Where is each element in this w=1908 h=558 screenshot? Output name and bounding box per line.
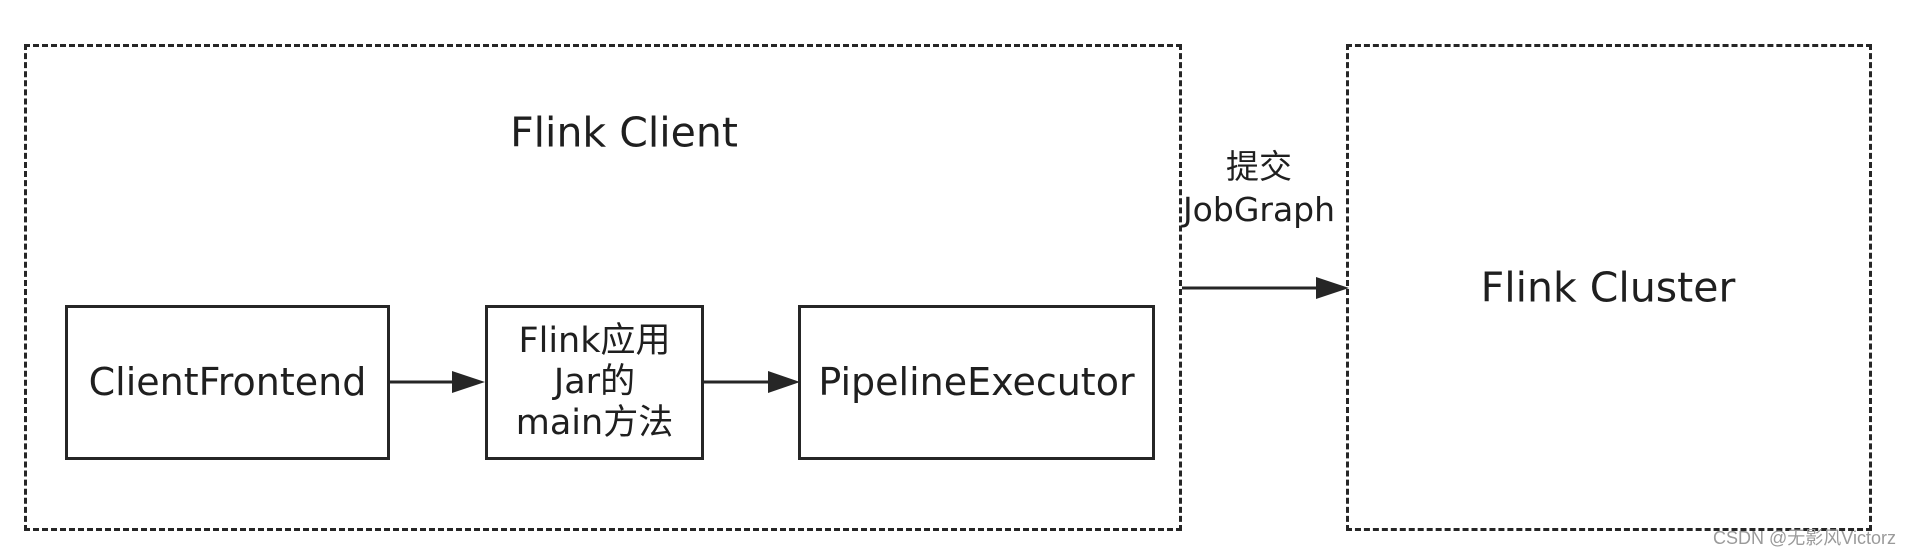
flink-client-title: Flink Client [510,108,738,157]
arrow-main-to-pipeline [704,371,800,393]
pipeline-executor-node: PipelineExecutor [798,305,1155,460]
flink-cluster-title: Flink Cluster [1480,263,1736,312]
pipeline-executor-label: PipelineExecutor [818,359,1135,404]
submit-label-line-1: 提交 [1226,147,1292,186]
flink-client-region [24,44,1182,531]
client-frontend-label: ClientFrontend [88,359,367,404]
client-frontend-node: ClientFrontend [65,305,390,460]
submit-label-line-2: JobGraph [1182,189,1336,229]
submit-jobgraph-label: 提交 JobGraph [1183,146,1335,232]
arrow-frontend-to-main [390,371,485,393]
jar-main-method-label-line-3: main方法 [515,403,674,444]
jar-main-method-label-line-1: Flink应用 [518,320,671,361]
jar-main-method-node: Flink应用 Jar的 main方法 [485,305,704,460]
watermark-text: CSDN @无影风Victorz [1713,528,1896,548]
jar-main-method-label-line-2: Jar的 [553,361,636,402]
arrow-client-to-cluster [1182,277,1349,299]
